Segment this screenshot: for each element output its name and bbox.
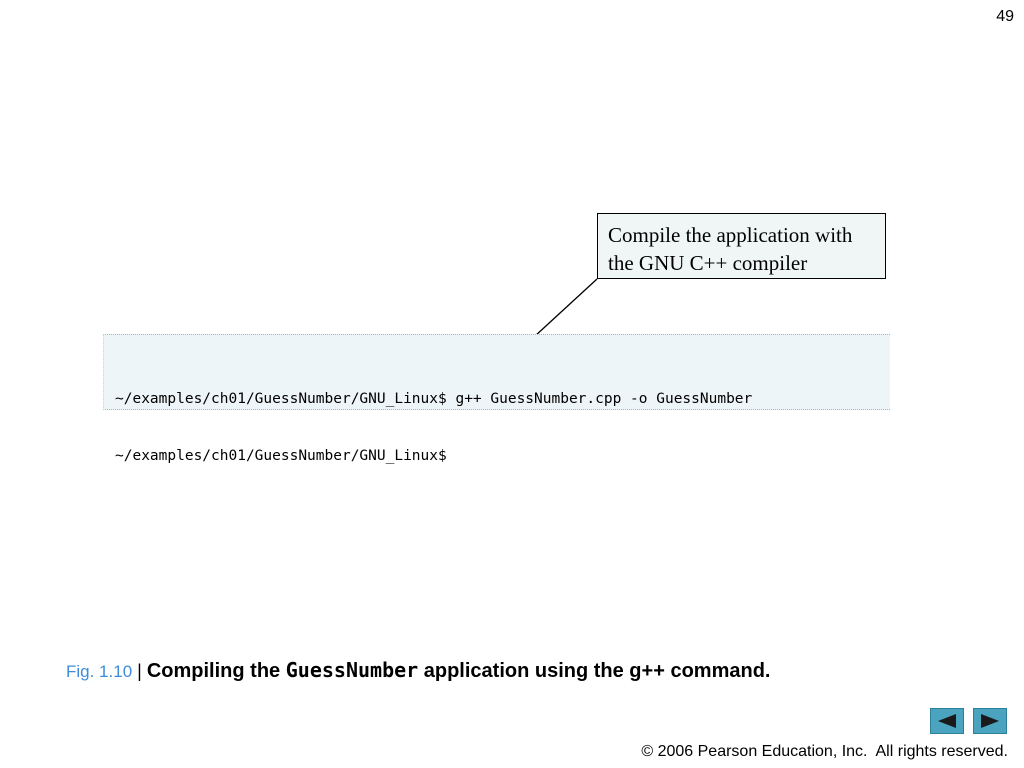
- figure-caption: Fig. 1.10 | Compiling the GuessNumber ap…: [66, 658, 770, 683]
- page-number: 49: [996, 8, 1014, 25]
- callout-line-2: the GNU C++ compiler: [608, 251, 808, 275]
- left-triangle-icon: [938, 714, 956, 728]
- callout-line-1: Compile the application with: [608, 223, 853, 247]
- caption-separator: |: [132, 661, 147, 681]
- next-slide-button[interactable]: [973, 708, 1007, 734]
- copyright-footer: © 2006 Pearson Education, Inc. All right…: [641, 743, 1008, 760]
- terminal-output: ~/examples/ch01/GuessNumber/GNU_Linux$ g…: [103, 334, 890, 464]
- terminal-line-2: ~/examples/ch01/GuessNumber/GNU_Linux$: [115, 448, 447, 464]
- callout-box: Compile the application with the GNU C++…: [597, 213, 886, 279]
- figure-label: Fig. 1.10: [66, 662, 133, 681]
- caption-text-before: Compiling the: [146, 660, 286, 682]
- right-triangle-icon: [981, 714, 999, 728]
- caption-text-after: application using the g++ command.: [418, 660, 771, 682]
- terminal-line-1: ~/examples/ch01/GuessNumber/GNU_Linux$ g…: [115, 391, 753, 407]
- caption-code: GuessNumber: [285, 658, 419, 682]
- previous-slide-button[interactable]: [930, 708, 964, 734]
